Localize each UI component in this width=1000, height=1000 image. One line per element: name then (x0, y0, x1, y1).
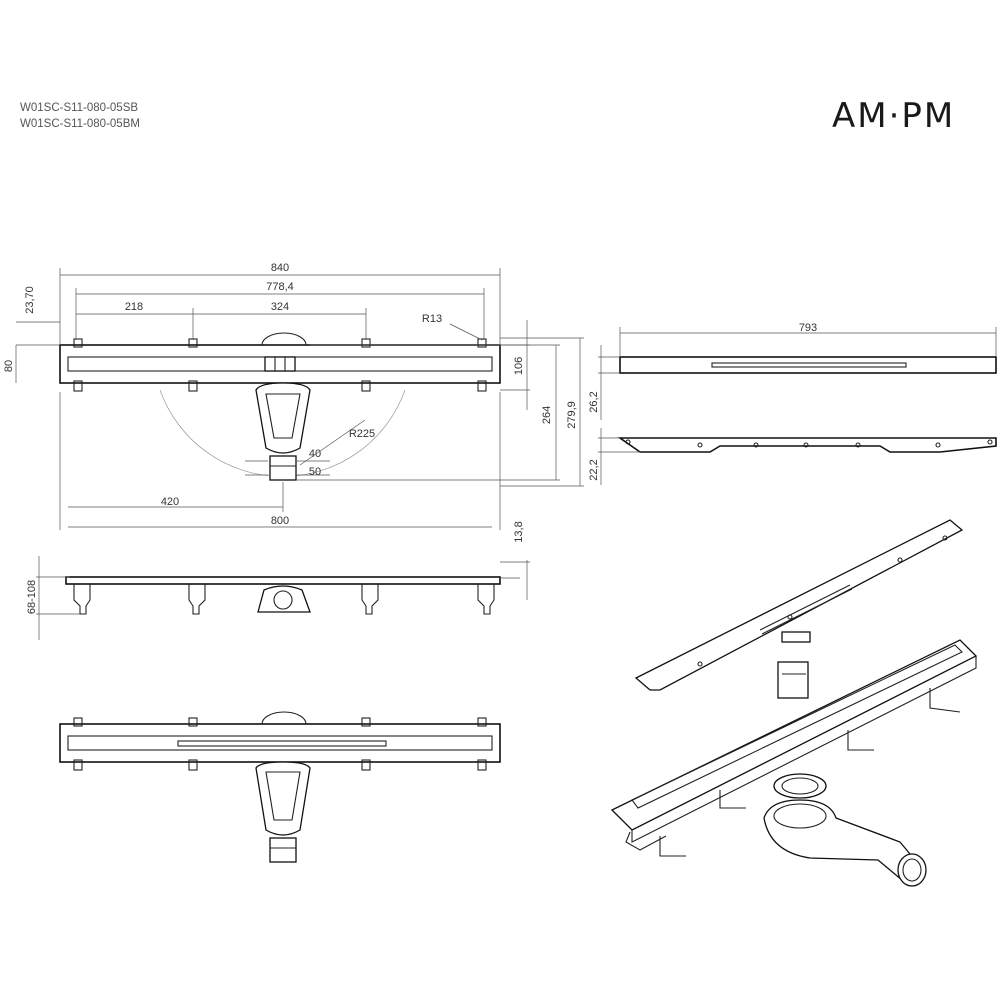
product-codes: W01SC-S11-080-05SB W01SC-S11-080-05BM (20, 100, 140, 132)
brand-logo: AM·PM (832, 96, 956, 136)
grill-insert (264, 356, 296, 372)
grate-views: 793 26,2 22,2 (588, 322, 997, 485)
iso-outlet (897, 853, 927, 887)
grate-top (619, 356, 997, 374)
grate-fixings (625, 439, 993, 448)
dim-left-offset: 218 (125, 301, 143, 313)
dim-outlet-50: 50 (309, 466, 321, 478)
dim-depth-279: 279,9 (566, 401, 578, 429)
front-view: 13,8 68-108 (26, 521, 530, 640)
iso-siphon-body (763, 799, 921, 881)
dim-inner-length: 778,4 (266, 281, 294, 293)
dim-grate-height: 26,2 (588, 391, 600, 412)
bottom-view (59, 711, 501, 863)
dim-swing-radius: R225 (349, 428, 375, 440)
siphon-front (257, 585, 311, 613)
dim-overall-length: 840 (271, 262, 289, 274)
dim-grate-length: 793 (799, 322, 817, 334)
dim-flange-height: 13,8 (513, 521, 525, 542)
dim-mid-spacing: 324 (271, 301, 289, 313)
channel-front (65, 576, 501, 585)
dim-outlet-position: 420 (161, 496, 179, 508)
grate-slot (711, 362, 907, 368)
outlet-cap (261, 332, 307, 346)
grate-slot-2 (177, 740, 387, 747)
product-code-sb: W01SC-S11-080-05SB (20, 102, 139, 114)
dim-adjust-height: 68-108 (26, 580, 38, 614)
product-code-bm: W01SC-S11-080-05BM (20, 118, 140, 130)
iso-legs (625, 688, 961, 857)
top-view: 840 778,4 218 324 R13 23,70 80 106 264 2… (3, 262, 584, 530)
channel-body-2 (59, 723, 501, 763)
dim-corner-radius: R13 (422, 313, 442, 325)
adjustable-legs (73, 584, 495, 615)
siphon-body-2 (255, 761, 311, 836)
dim-nominal-length: 800 (271, 515, 289, 527)
isometric-view (610, 519, 978, 887)
grate-side (617, 437, 997, 453)
dim-depth-264: 264 (541, 406, 553, 424)
dim-grate-thickness: 22,2 (588, 459, 600, 480)
iso-filter (777, 661, 809, 699)
dim-side-height-top: 23,70 (24, 286, 36, 314)
siphon-body (255, 382, 311, 454)
leg-brackets (73, 338, 487, 392)
dim-depth-106: 106 (513, 357, 525, 375)
iso-insert (781, 631, 811, 643)
outlet-pipe (269, 455, 297, 481)
dim-outlet-40: 40 (309, 448, 321, 460)
dim-width: 80 (3, 360, 15, 372)
